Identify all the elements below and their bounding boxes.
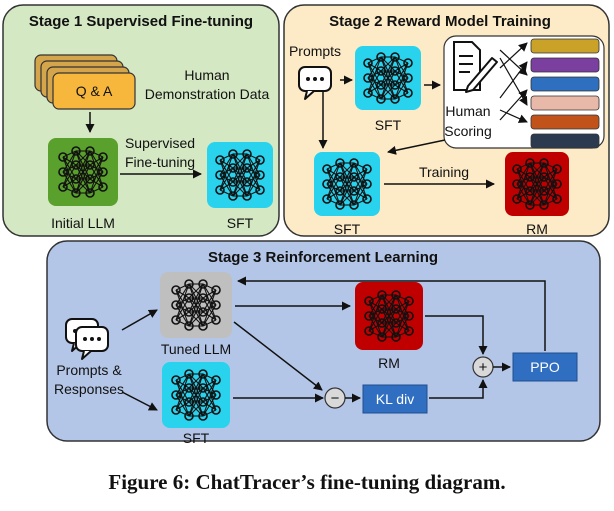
initial-llm-network (48, 138, 118, 206)
kl-div-box: KL div (362, 384, 428, 414)
arrow-rm-to-plus (425, 315, 488, 355)
stage2-sft-bottom-network (314, 152, 380, 216)
arrow-ppo-feedback (237, 276, 546, 351)
stage2-sft-bottom-label: SFT (334, 221, 361, 237)
score-bar (530, 95, 600, 111)
stage2-rm-label: RM (526, 221, 548, 237)
svg-text:KL div: KL div (376, 391, 414, 407)
supervised-finetuning-line1: Supervised (125, 135, 195, 151)
arrow-scoring-to-sft (387, 139, 446, 155)
stage1-title: Stage 1 Supervised Fine-tuning (29, 13, 253, 30)
stage2-prompts-label: Prompts (289, 43, 341, 59)
stage1-sft-network (207, 142, 273, 208)
initial-llm-label: Initial LLM (51, 215, 115, 231)
stage3-sft-network (162, 362, 230, 428)
arrow-prompts-to-tuned (121, 309, 158, 331)
arrow-tuned-to-minus (233, 321, 323, 391)
stage2-panel: Stage 2 Reward Model Training Prompts SF… (283, 4, 610, 237)
demo-data-label-line2: Demonstration Data (145, 86, 270, 102)
human-scoring-line2: Scoring (444, 123, 491, 139)
stage2-title: Stage 2 Reward Model Training (329, 13, 551, 30)
stage2-sft-top-label: SFT (375, 117, 402, 133)
clipboard-pen-icon (453, 41, 498, 93)
arrow-kl-to-plus (429, 379, 488, 399)
demo-data-label-line1: Human (184, 67, 229, 83)
tuned-llm-network (160, 272, 232, 338)
tuned-llm-label: Tuned LLM (161, 341, 231, 357)
ppo-box: PPO (512, 352, 578, 382)
stage3-rm-network (355, 282, 423, 350)
stage2-sft-top-network (355, 46, 421, 110)
human-scoring-box: Human Scoring (443, 35, 605, 149)
score-bar (530, 57, 600, 73)
arrow-prompts-to-sft (121, 391, 158, 411)
svg-text:+: + (479, 359, 488, 376)
score-bar (530, 76, 600, 92)
stage3-sft-label: SFT (183, 430, 210, 446)
qa-document-stack: Q & A (34, 54, 136, 110)
stage3-panel: Stage 3 Reinforcement Learning Prompts &… (46, 240, 601, 446)
score-bars (530, 38, 600, 149)
supervised-finetuning-line2: Fine-tuning (125, 154, 195, 170)
qa-label: Q & A (76, 83, 113, 99)
stage3-title: Stage 3 Reinforcement Learning (208, 249, 438, 266)
figure-caption: Figure 6: ChatTracer’s fine-tuning diagr… (108, 470, 506, 494)
minus-operator: − (324, 387, 346, 409)
score-bar (530, 114, 600, 130)
training-label: Training (419, 164, 469, 180)
svg-text:−: − (331, 390, 340, 407)
svg-text:PPO: PPO (530, 359, 560, 375)
stage1-sft-label: SFT (227, 215, 254, 231)
scoring-cross-lines (499, 42, 528, 123)
score-bar (530, 38, 600, 54)
plus-operator: + (472, 356, 494, 378)
stage2-rm-network (505, 152, 569, 216)
prompts-responses-line2: Responses (54, 381, 124, 397)
stage1-panel: Stage 1 Supervised Fine-tuning Q & A Hum… (2, 4, 280, 237)
stage3-rm-label: RM (378, 355, 400, 371)
human-scoring-line1: Human (445, 103, 490, 119)
score-bar (530, 133, 600, 149)
prompts-responses-line1: Prompts & (56, 362, 122, 378)
